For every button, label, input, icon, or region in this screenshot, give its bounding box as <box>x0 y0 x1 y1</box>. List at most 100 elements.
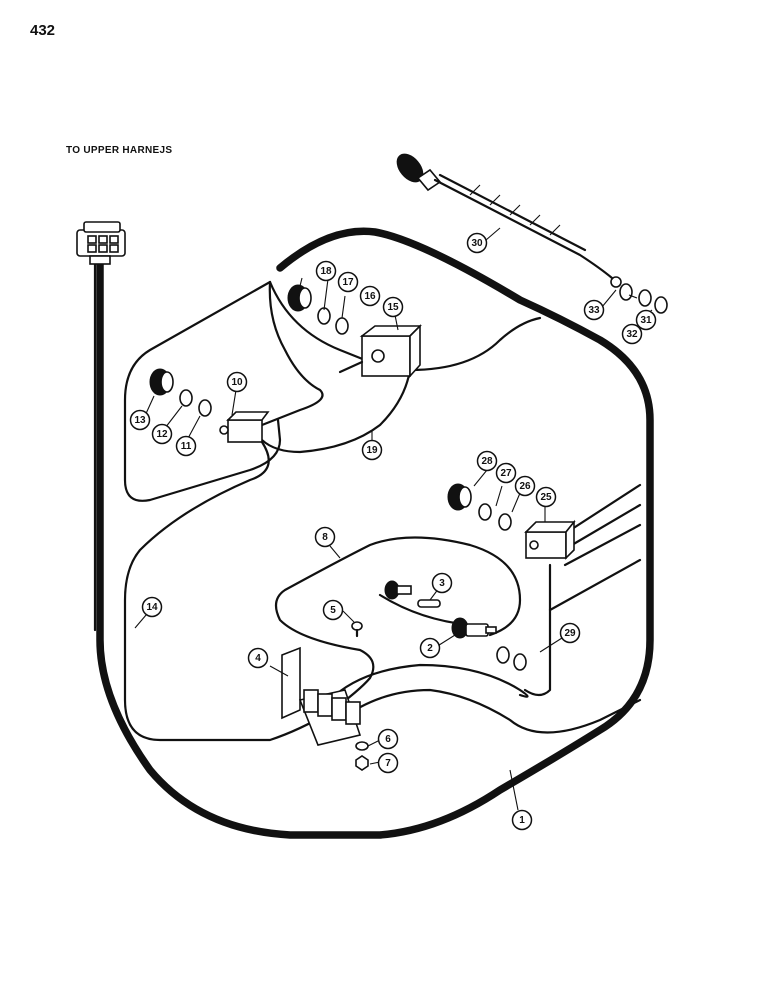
screw-5 <box>351 621 363 638</box>
callout-number: 25 <box>540 492 552 503</box>
callout-circle <box>635 309 657 331</box>
switch-25 <box>524 519 576 560</box>
callout-circle <box>511 809 533 831</box>
callout-number: 13 <box>134 415 146 426</box>
callout-number: 17 <box>342 277 354 288</box>
thin-wiring <box>123 280 642 742</box>
callout-number: 6 <box>385 734 391 745</box>
callout-17: 17 <box>337 271 359 293</box>
callout-circle <box>583 299 605 321</box>
knob-18 <box>287 284 312 312</box>
callout-circle <box>314 526 336 548</box>
callout-number: 11 <box>181 441 192 452</box>
callout-number: 33 <box>588 305 600 316</box>
callout-number: 31 <box>640 315 652 326</box>
callout-25: 25 <box>535 486 557 508</box>
callout-circle <box>337 271 359 293</box>
callout-19: 19 <box>361 439 383 461</box>
callout-number: 19 <box>366 445 378 456</box>
callout-27: 27 <box>495 462 517 484</box>
callout-6: 6 <box>377 728 399 750</box>
page-number: 432 <box>30 22 56 39</box>
switch-15 <box>338 324 422 379</box>
callout-1: 1 <box>511 809 533 831</box>
callout-circle <box>382 296 404 318</box>
terminal-block-4 <box>281 646 362 746</box>
fuse-holder <box>384 580 497 639</box>
callout-circle <box>175 435 197 457</box>
callout-number: 2 <box>427 643 433 654</box>
washers <box>179 283 668 671</box>
callout-2: 2 <box>419 637 441 659</box>
callout-circle <box>359 285 381 307</box>
callout-circle <box>361 439 383 461</box>
callout-16: 16 <box>359 285 381 307</box>
callout-number: 3 <box>439 578 445 589</box>
callout-4: 4 <box>247 647 269 669</box>
callout-32: 32 <box>621 323 643 345</box>
callout-circle <box>377 752 399 774</box>
callout-number: 4 <box>255 653 261 664</box>
callout-26: 26 <box>514 475 536 497</box>
callout-number: 10 <box>231 377 243 388</box>
callout-number: 32 <box>626 329 638 340</box>
callout-circle <box>315 260 337 282</box>
callout-number: 7 <box>385 758 391 769</box>
callout-28: 28 <box>476 450 498 472</box>
upper-harness-caption: TO UPPER HARNEЈS <box>66 145 173 156</box>
callout-number: 14 <box>146 602 158 613</box>
callout-8: 8 <box>314 526 336 548</box>
callout-number: 16 <box>364 291 376 302</box>
callout-circle <box>322 599 344 621</box>
nut-7 <box>355 755 369 771</box>
knob-28 <box>447 483 472 511</box>
callout-7: 7 <box>377 752 399 774</box>
callout-12: 12 <box>151 423 173 445</box>
callout-13: 13 <box>129 409 151 431</box>
callout-number: 29 <box>564 628 576 639</box>
callout-number: 1 <box>519 815 525 826</box>
callout-number: 12 <box>156 429 168 440</box>
callout-5: 5 <box>322 599 344 621</box>
knob-13 <box>149 368 174 396</box>
nut-6 <box>355 741 369 751</box>
callout-11: 11 <box>175 435 197 457</box>
callout-circle <box>559 622 581 644</box>
callout-circle <box>419 637 441 659</box>
callout-number: 26 <box>519 481 531 492</box>
callout-circle <box>226 371 248 393</box>
callout-29: 29 <box>559 622 581 644</box>
upper-harness-connector <box>76 221 126 265</box>
callout-circle <box>129 409 151 431</box>
callout-number: 5 <box>330 605 336 616</box>
callout-circle <box>495 462 517 484</box>
callout-circle <box>141 596 163 618</box>
callout-circle <box>476 450 498 472</box>
callout-number: 8 <box>322 532 328 543</box>
callout-circle <box>466 232 488 254</box>
callout-number: 27 <box>500 468 512 479</box>
callout-circle <box>377 728 399 750</box>
callout-circle <box>514 475 536 497</box>
leader-lines <box>134 227 653 811</box>
callout-3: 3 <box>431 572 453 594</box>
callout-33: 33 <box>583 299 605 321</box>
callout-18: 18 <box>315 260 337 282</box>
switch-10 <box>219 411 270 443</box>
callout-31: 31 <box>635 309 657 331</box>
callout-circle <box>151 423 173 445</box>
callout-circle <box>535 486 557 508</box>
callout-15: 15 <box>382 296 404 318</box>
callout-circle <box>431 572 453 594</box>
callout-number: 28 <box>481 456 493 467</box>
callout-circle <box>247 647 269 669</box>
callout-circle <box>621 323 643 345</box>
callout-14: 14 <box>141 596 163 618</box>
cable-30 <box>396 153 622 288</box>
callout-number: 15 <box>387 302 399 313</box>
callout-number: 30 <box>471 238 483 249</box>
callout-30: 30 <box>466 232 488 254</box>
callout-number: 18 <box>320 266 332 277</box>
